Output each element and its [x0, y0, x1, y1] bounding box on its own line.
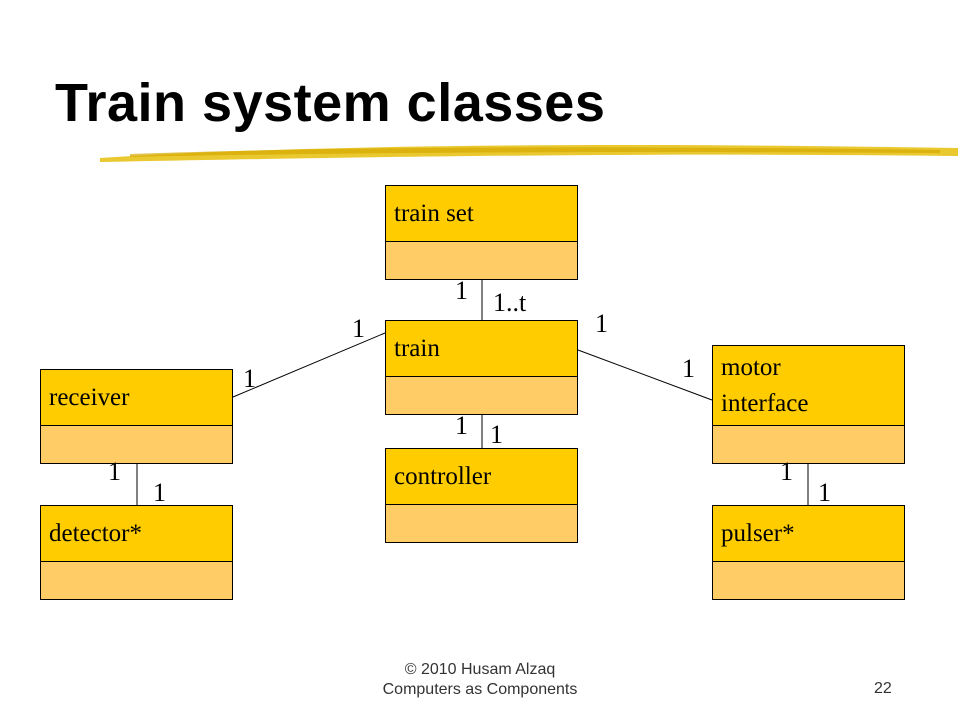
footer: © 2010 Husam Alzaq Computers as Componen… — [0, 660, 960, 700]
class-body — [713, 562, 904, 599]
class-pulser: pulser* — [712, 505, 905, 600]
multiplicity-motor-end-train: 1 — [682, 354, 695, 383]
class-body — [41, 426, 232, 463]
multiplicity-trainset-end: 1 — [455, 276, 468, 305]
class-name-line1: motor — [721, 353, 781, 381]
class-name: train set — [386, 186, 577, 242]
footer-copyright: © 2010 Husam Alzaq — [404, 661, 556, 678]
multiplicity-train-end-controller: 1 — [455, 411, 468, 440]
multiplicity-train-end-receiver: 1 — [352, 314, 365, 343]
multiplicity-motor-end-pulser: 1 — [780, 457, 793, 486]
class-name: detector* — [41, 506, 232, 562]
class-body — [386, 377, 577, 414]
multiplicity-receiver-end-detector: 1 — [108, 457, 121, 486]
class-detector: detector* — [40, 505, 233, 600]
multiplicity-detector-end-receiver: 1 — [153, 478, 166, 507]
class-motor-interface: motor interface — [712, 345, 905, 464]
title-underline-swoosh — [100, 145, 958, 162]
train-receiver-line — [232, 332, 386, 398]
multiplicity-train-end-motor: 1 — [595, 309, 608, 338]
class-name: motor interface — [713, 346, 904, 426]
class-body — [386, 505, 577, 542]
multiplicity-pulser-end-motor: 1 — [818, 478, 831, 507]
page-number: 22 — [874, 680, 892, 697]
train-motor-line — [577, 349, 713, 401]
class-body — [713, 426, 904, 463]
class-name-line2: interface — [721, 389, 809, 417]
multiplicity-receiver-end-train: 1 — [243, 364, 256, 393]
slide-title: Train system classes — [55, 73, 606, 133]
class-controller: controller — [385, 448, 578, 543]
class-name: receiver — [41, 370, 232, 426]
footer-book-title: Computers as Components — [382, 681, 578, 698]
class-train: train — [385, 320, 578, 415]
class-name: pulser* — [713, 506, 904, 562]
multiplicity-controller-end-train: 1 — [490, 420, 503, 449]
class-receiver: receiver — [40, 369, 233, 464]
class-body — [41, 562, 232, 599]
class-body — [386, 242, 577, 279]
multiplicity-train-end-trainset: 1..t — [493, 288, 527, 317]
class-name: controller — [386, 449, 577, 505]
class-train-set: train set — [385, 185, 578, 280]
class-name: train — [386, 321, 577, 377]
